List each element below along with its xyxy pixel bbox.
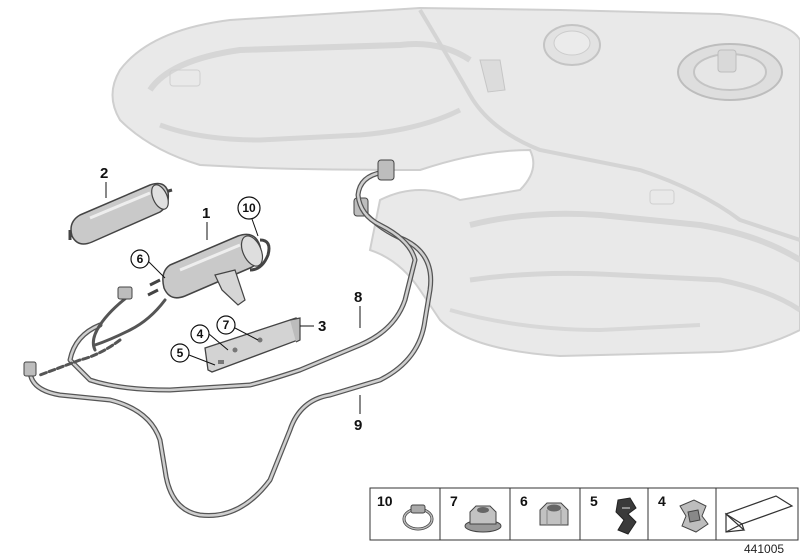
fuel-line-8 (67, 159, 418, 393)
hose-clamp-icon (402, 504, 434, 531)
fuel-filter-part-2 (68, 182, 173, 245)
fuel-tank (111, 6, 800, 358)
svg-text:5: 5 (177, 346, 184, 360)
filter-bracket (214, 269, 246, 306)
svg-text:6: 6 (137, 252, 144, 266)
svg-text:7: 7 (223, 318, 230, 332)
hex-nut-icon (539, 502, 569, 526)
legend-cell-arrow (724, 495, 794, 533)
svg-text:4: 4 (658, 493, 666, 509)
callout-1: 1 (202, 205, 210, 240)
callout-5: 5 (170, 343, 216, 366)
direction-arrow-icon (724, 495, 794, 533)
legend-cell-5: 5 (590, 493, 637, 535)
fuel-line-8-end-connector (377, 159, 395, 181)
parts-legend: 10 7 6 5 (369, 487, 799, 541)
svg-text:7: 7 (450, 493, 458, 509)
callout-8: 8 (354, 289, 362, 328)
legend-cell-10: 10 (377, 493, 434, 531)
legend-cell-7: 7 (450, 493, 502, 533)
svg-text:4: 4 (197, 327, 204, 341)
callout-3: 3 (300, 318, 326, 335)
drawing-number: 441005 (744, 542, 784, 556)
legend-cell-6: 6 (520, 493, 569, 526)
retainer-clip-icon (679, 499, 709, 533)
mounting-plate-part-3 (204, 317, 301, 373)
svg-text:5: 5 (590, 493, 598, 509)
callout-4: 4 (190, 324, 229, 351)
svg-text:1: 1 (202, 205, 210, 222)
callout-2: 2 (100, 165, 108, 198)
spring-clip-icon (615, 497, 637, 535)
svg-text:10: 10 (242, 201, 256, 215)
svg-text:9: 9 (354, 417, 362, 434)
svg-text:3: 3 (318, 318, 326, 335)
svg-text:2: 2 (100, 165, 108, 182)
callout-9: 9 (354, 395, 362, 434)
filter-hoses (38, 286, 167, 377)
legend-cell-4: 4 (658, 493, 709, 533)
callout-7: 7 (216, 315, 259, 341)
fuel-filter-part-1 (147, 233, 271, 306)
callout-6: 6 (130, 249, 166, 279)
flange-nut-icon (464, 505, 502, 533)
svg-text:10: 10 (377, 493, 393, 509)
callout-10: 10 (237, 196, 261, 237)
svg-text:8: 8 (354, 289, 362, 306)
svg-text:6: 6 (520, 493, 528, 509)
